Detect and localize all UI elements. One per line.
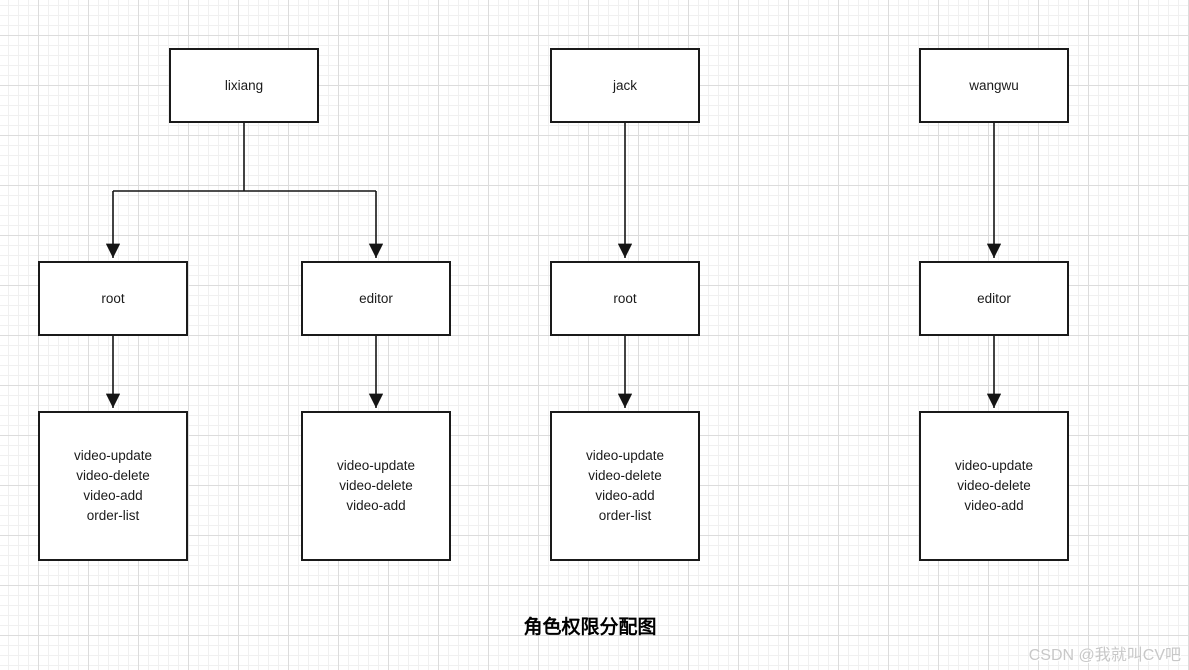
node-lixiang-label: lixiang bbox=[224, 77, 264, 93]
node-root-left-label: root bbox=[101, 290, 125, 306]
permission-line: video-update bbox=[336, 458, 416, 473]
permission-line: video-update bbox=[73, 448, 153, 463]
node-root-mid-label: root bbox=[613, 290, 637, 306]
edge-lixiang-stem bbox=[113, 123, 376, 192]
node-perm-root-mid: video-update video-delete video-add orde… bbox=[550, 411, 700, 561]
diagram-title: 角色权限分配图 bbox=[523, 617, 657, 638]
node-root-mid: root bbox=[550, 261, 700, 336]
node-jack-label: jack bbox=[612, 77, 637, 93]
node-editor-left-label: editor bbox=[359, 290, 393, 306]
node-wangwu: wangwu bbox=[919, 48, 1069, 123]
permission-line: video-add bbox=[83, 488, 143, 503]
permission-line: video-delete bbox=[957, 478, 1031, 493]
node-perm-editor-left: video-update video-delete video-add bbox=[301, 411, 451, 561]
permission-line: video-delete bbox=[76, 468, 150, 483]
csdn-watermark: CSDN @我就叫CV吧 bbox=[1028, 647, 1181, 664]
permission-line: video-add bbox=[595, 488, 655, 503]
node-editor-right-label: editor bbox=[977, 290, 1011, 306]
node-lixiang: lixiang bbox=[169, 48, 319, 123]
node-root-left: root bbox=[38, 261, 188, 336]
permission-line: order-list bbox=[598, 508, 652, 523]
permission-line: video-delete bbox=[339, 478, 413, 493]
node-perm-editor-right: video-update video-delete video-add bbox=[919, 411, 1069, 561]
permission-line: video-update bbox=[585, 448, 665, 463]
permission-line: video-add bbox=[964, 498, 1024, 513]
node-editor-right: editor bbox=[919, 261, 1069, 336]
permission-line: video-delete bbox=[588, 468, 662, 483]
node-editor-left: editor bbox=[301, 261, 451, 336]
node-wangwu-label: wangwu bbox=[969, 77, 1019, 93]
permission-line: order-list bbox=[86, 508, 140, 523]
permission-line: video-update bbox=[954, 458, 1034, 473]
node-perm-root-left: video-update video-delete video-add orde… bbox=[38, 411, 188, 561]
node-jack: jack bbox=[550, 48, 700, 123]
permission-line: video-add bbox=[346, 498, 406, 513]
